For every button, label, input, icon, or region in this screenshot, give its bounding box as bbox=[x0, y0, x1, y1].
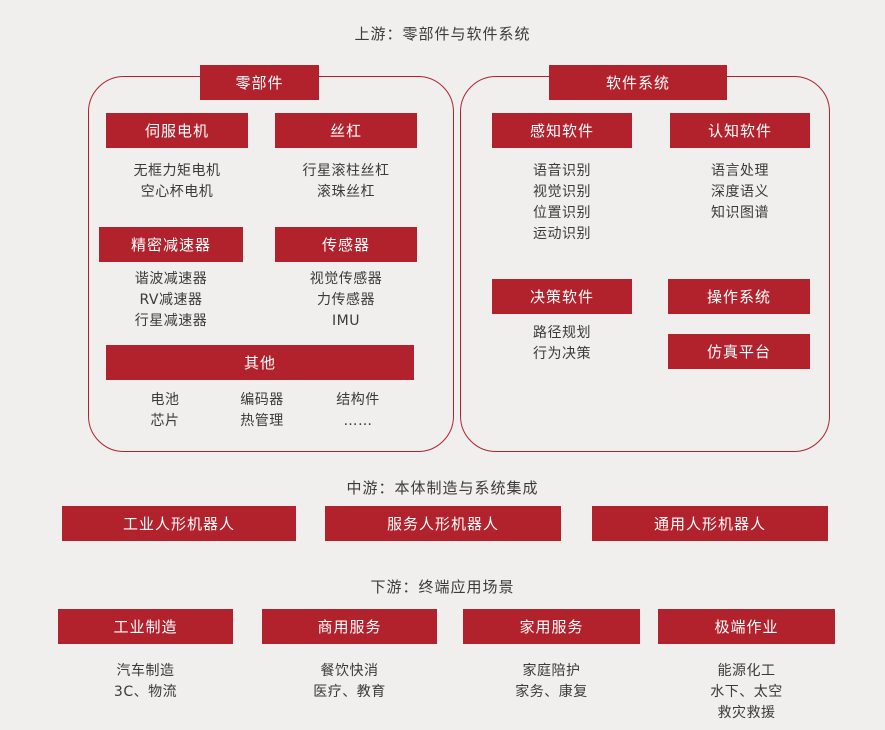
downstream-bar-household-service: 家用服务 bbox=[463, 609, 640, 644]
upstream-title: 上游：零部件与软件系统 bbox=[354, 25, 531, 43]
group-items-decision-software: 路径规划 行为决策 bbox=[533, 325, 591, 362]
midstream-bar-industrial-humanoid: 工业人形机器人 bbox=[62, 506, 296, 541]
group-items-perception-software: 语音识别 视觉识别 位置识别 运动识别 bbox=[533, 163, 591, 242]
group-label-simulation-platform: 仿真平台 bbox=[668, 334, 810, 369]
downstream-items-commercial-service: 餐饮快消 医疗、教育 bbox=[313, 663, 386, 700]
downstream-bar-industrial-manufacturing: 工业制造 bbox=[58, 609, 233, 644]
group-items-cognition-software: 语言处理 深度语义 知识图谱 bbox=[711, 163, 769, 221]
downstream-title: 下游：终端应用场景 bbox=[370, 578, 515, 596]
group-label-operating-system: 操作系统 bbox=[668, 279, 810, 314]
group-label-precision-reducer: 精密减速器 bbox=[99, 227, 243, 262]
components-tab: 零部件 bbox=[200, 65, 319, 100]
downstream-items-industrial-manufacturing: 汽车制造 3C、物流 bbox=[113, 663, 178, 700]
downstream-items-household-service: 家庭陪护 家务、康复 bbox=[515, 663, 588, 700]
group-label-cognition-software: 认知软件 bbox=[670, 113, 810, 148]
group-items-lead-screw: 行星滚柱丝杠 滚珠丝杠 bbox=[302, 163, 390, 200]
group-label-perception-software: 感知软件 bbox=[492, 113, 632, 148]
group-label-other: 其他 bbox=[106, 345, 414, 380]
group-items-servo-motor: 无框力矩电机 空心杯电机 bbox=[133, 163, 221, 200]
other-items-col3: 结构件 …… bbox=[336, 392, 380, 429]
group-label-servo-motor: 伺服电机 bbox=[106, 113, 248, 148]
downstream-bar-extreme-operation: 极端作业 bbox=[658, 609, 835, 644]
midstream-bar-service-humanoid: 服务人形机器人 bbox=[325, 506, 561, 541]
group-label-lead-screw: 丝杠 bbox=[275, 113, 417, 148]
midstream-title: 中游：本体制造与系统集成 bbox=[346, 479, 539, 497]
downstream-bar-commercial-service: 商用服务 bbox=[262, 609, 437, 644]
other-items-col1: 电池 芯片 bbox=[150, 392, 180, 429]
group-items-precision-reducer: 谐波减速器 RV减速器 行星减速器 bbox=[134, 271, 208, 329]
group-label-sensor: 传感器 bbox=[275, 227, 417, 262]
group-label-decision-software: 决策软件 bbox=[492, 279, 632, 314]
group-items-sensor: 视觉传感器 力传感器 IMU bbox=[309, 271, 383, 329]
other-items-col2: 编码器 热管理 bbox=[240, 392, 284, 429]
software-tab: 软件系统 bbox=[549, 65, 727, 100]
midstream-bar-general-humanoid: 通用人形机器人 bbox=[592, 506, 828, 541]
downstream-items-extreme-operation: 能源化工 水下、太空 救灾救援 bbox=[710, 663, 783, 721]
